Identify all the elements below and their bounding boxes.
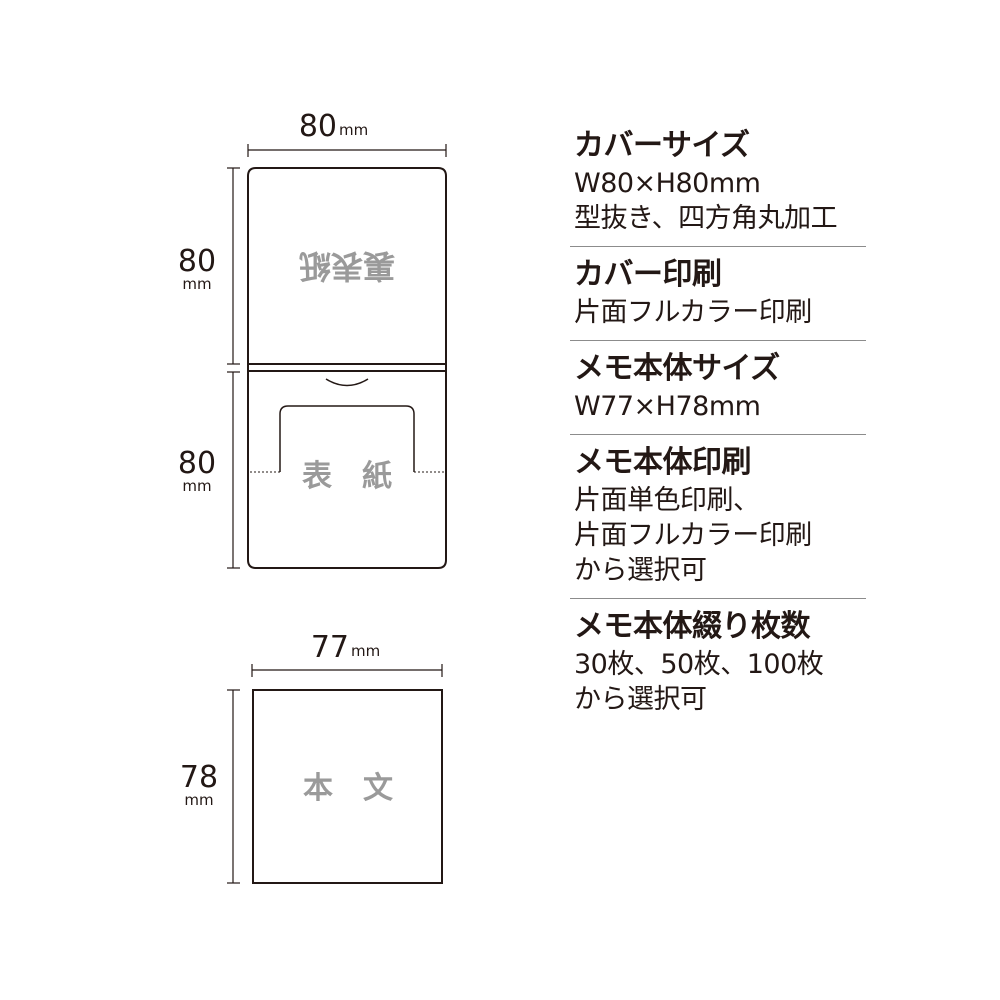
body-height-dimension [227, 689, 240, 884]
cover-width-value: 80 [299, 109, 337, 144]
spec-title: メモ本体綴り枚数 [574, 609, 811, 644]
spec-title: メモ本体印刷 [574, 445, 752, 480]
spec-line: から選択可 [574, 684, 707, 715]
cover-outline [247, 167, 447, 569]
cover-bottom-height-unit: mm [182, 477, 211, 495]
body-width-value: 77 [311, 630, 349, 665]
spec-list: カバーサイズ W80×H80mm 型抜き、四方角丸加工 カバー印刷 片面フルカラ… [570, 118, 866, 727]
spec-line: 片面単色印刷、 [574, 485, 760, 516]
cover-height-dimension [227, 167, 240, 569]
memo-body-outline [252, 689, 443, 884]
memo-body-label: 本 文 [303, 771, 393, 806]
cover-top-height-value: 80 [178, 244, 216, 279]
spec-line: から選択可 [574, 555, 707, 586]
spec-line: W77×H78mm [574, 391, 761, 422]
thumb-notch [325, 378, 369, 387]
cover-flap-outline [279, 405, 415, 472]
spec-title: カバー印刷 [574, 257, 722, 292]
cover-top-height-unit: mm [182, 275, 211, 293]
spec-line: W80×H80mm [574, 168, 761, 199]
body-height-value: 78 [180, 760, 218, 795]
spec-line: 30枚、50枚、100枚 [574, 649, 824, 680]
cover-front-label: 表 紙 [302, 459, 392, 494]
body-height-unit: mm [184, 791, 213, 809]
spec-line: 片面フルカラー印刷 [574, 297, 812, 328]
cover-width-unit: mm [339, 121, 368, 139]
spec-line: 型抜き、四方角丸加工 [574, 203, 838, 234]
spec-title: カバーサイズ [574, 128, 750, 163]
body-width-dimension [251, 664, 443, 677]
body-width-unit: mm [351, 642, 380, 660]
cover-back-label: 裏表紙 [299, 247, 395, 285]
cover-width-dimension [247, 144, 447, 157]
spec-cover-size: カバーサイズ W80×H80mm 型抜き、四方角丸加工 [570, 118, 866, 246]
spec-body-size: メモ本体サイズ W77×H78mm [570, 340, 866, 434]
memo-size-diagram: 80 mm 80 mm 80 mm 裏表紙 表 紙 77 mm 78 mm [178, 109, 447, 884]
spec-cover-print: カバー印刷 片面フルカラー印刷 [570, 246, 866, 340]
cover-bottom-height-value: 80 [178, 446, 216, 481]
spec-body-sheets: メモ本体綴り枚数 30枚、50枚、100枚 から選択可 [570, 598, 866, 727]
spec-title: メモ本体サイズ [574, 351, 780, 386]
spec-body-print: メモ本体印刷 片面単色印刷、 片面フルカラー印刷 から選択可 [570, 434, 866, 598]
spec-line: 片面フルカラー印刷 [574, 520, 812, 551]
